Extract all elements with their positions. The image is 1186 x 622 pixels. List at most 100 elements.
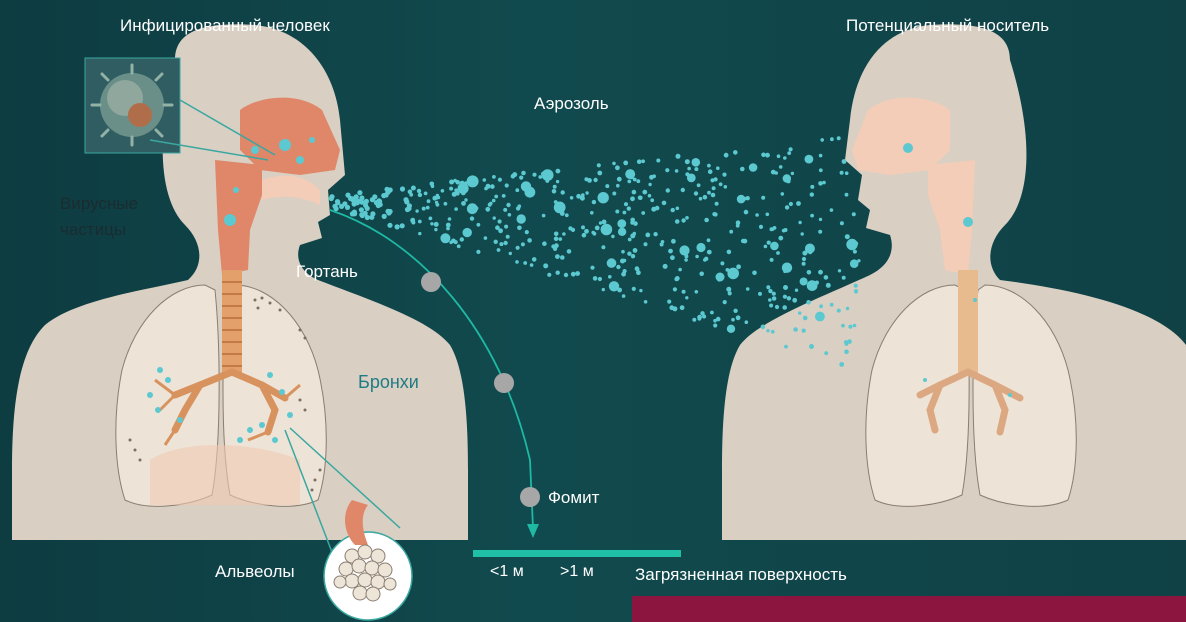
aerosol-droplet: [624, 202, 628, 206]
aerosol-droplet: [348, 196, 353, 201]
aerosol-droplet: [694, 191, 698, 195]
aerosol-droplet: [418, 232, 421, 235]
aerosol-droplet: [727, 325, 735, 333]
aerosol-droplet: [476, 250, 480, 254]
aerosol-droplet: [695, 255, 699, 259]
aerosol-droplet: [637, 159, 642, 164]
aerosol-droplet: [685, 216, 689, 220]
aerosol-droplet: [842, 159, 847, 164]
aerosol-droplet: [746, 196, 750, 200]
aerosol-droplet: [632, 190, 637, 195]
aerosol-droplet: [615, 165, 620, 170]
aerosol-droplet: [457, 244, 461, 248]
aerosol-droplet: [792, 298, 797, 303]
aerosol-droplet: [746, 287, 750, 291]
aerosol-droplet: [508, 213, 512, 217]
aerosol-droplet: [509, 252, 512, 255]
aerosol-droplet: [685, 159, 690, 164]
aerosol-droplet: [486, 184, 491, 189]
aerosol-droplet: [381, 193, 386, 198]
aerosol-droplet: [525, 230, 529, 234]
aerosol-droplet: [426, 206, 430, 210]
aerosol-droplet: [590, 266, 594, 270]
aerosol-droplet: [587, 178, 592, 183]
aerosol-droplet: [761, 325, 766, 330]
aerosol-droplet: [515, 260, 519, 264]
aerosol-droplet: [335, 199, 340, 204]
aerosol-droplet: [830, 137, 834, 141]
aerosol-droplet: [716, 166, 720, 170]
aerosol-droplet: [538, 175, 542, 179]
aerosol-droplet: [556, 271, 560, 275]
aerosol-droplet: [639, 289, 642, 292]
aerosol-droplet: [662, 201, 667, 206]
aerosol-droplet: [400, 223, 405, 228]
contaminated-surface-label: Загрязненная поверхность: [635, 565, 847, 585]
aerosol-droplet: [682, 290, 686, 294]
aerosol-droplet: [359, 207, 364, 212]
aerosol-droplet: [767, 241, 771, 245]
aerosol-droplet: [854, 289, 858, 293]
aerosol-droplet: [765, 153, 770, 158]
aerosol-droplet: [431, 185, 435, 189]
aerosol-droplet: [461, 191, 466, 196]
aerosol-droplet: [633, 248, 638, 253]
aerosol-droplet: [671, 239, 676, 244]
aerosol-droplet: [369, 215, 374, 220]
aerosol-droplet: [460, 237, 464, 241]
aerosol-droplet: [633, 232, 637, 236]
aerosol-droplet: [758, 292, 762, 296]
aerosol-droplet: [504, 225, 508, 229]
aerosol-droplet: [695, 290, 699, 294]
aerosol-droplet: [560, 211, 565, 216]
aerosol-droplet: [357, 190, 362, 195]
aerosol-droplet: [805, 155, 814, 164]
aerosol-droplet: [651, 207, 656, 212]
aerosol-droplet: [515, 188, 519, 192]
aerosol-droplet: [699, 197, 703, 201]
aerosol-droplet: [547, 273, 551, 277]
aerosol-droplet: [623, 211, 627, 215]
aerosol-droplet: [410, 219, 414, 223]
aerosol-droplet: [692, 158, 701, 167]
aerosol-droplet: [727, 250, 732, 255]
aerosol-droplet: [840, 221, 844, 225]
aerosol-droplet: [483, 178, 487, 182]
aerosol-droplet: [552, 189, 557, 194]
aerosol-droplet: [668, 249, 673, 254]
aerosol-droplet: [407, 203, 412, 208]
aerosol-droplet: [678, 268, 682, 272]
aerosol-droplet: [766, 213, 770, 217]
aerosol-droplet: [837, 309, 841, 313]
aerosol-droplet: [424, 192, 428, 196]
aerosol-droplet: [785, 205, 789, 209]
aerosol-droplet: [372, 194, 377, 199]
aerosol-droplet: [623, 259, 626, 262]
aerosol-droplet: [532, 257, 537, 262]
aerosol-droplet: [793, 327, 798, 332]
aerosol-droplet: [350, 211, 355, 216]
aerosol-droplet: [779, 165, 783, 169]
aerosol-droplet: [648, 183, 651, 186]
aerosol-droplet: [621, 250, 625, 254]
aerosol-droplet: [712, 212, 716, 216]
aerosol-droplet: [784, 228, 788, 232]
aerosol-droplet: [670, 255, 675, 260]
aerosol-droplet: [819, 168, 823, 172]
aerosol-droplet: [845, 234, 850, 239]
aerosol-droplet: [759, 225, 763, 229]
aerosol-droplet: [497, 248, 501, 252]
carrier-trachea: [958, 270, 978, 375]
aerosol-droplet: [376, 203, 381, 208]
aerosol-droplet: [783, 285, 788, 290]
aerosol-droplet: [444, 202, 448, 206]
aerosol-droplet: [593, 178, 597, 182]
aerosol-droplet: [775, 305, 779, 309]
aerosol-droplet: [597, 171, 602, 176]
aerosol-droplet: [772, 292, 776, 296]
aerosol-droplet: [485, 207, 490, 212]
aerosol-droplet: [645, 233, 650, 238]
aerosol-droplet: [720, 261, 724, 265]
aerosol-droplet: [802, 262, 806, 266]
aerosol-droplet: [415, 209, 418, 212]
